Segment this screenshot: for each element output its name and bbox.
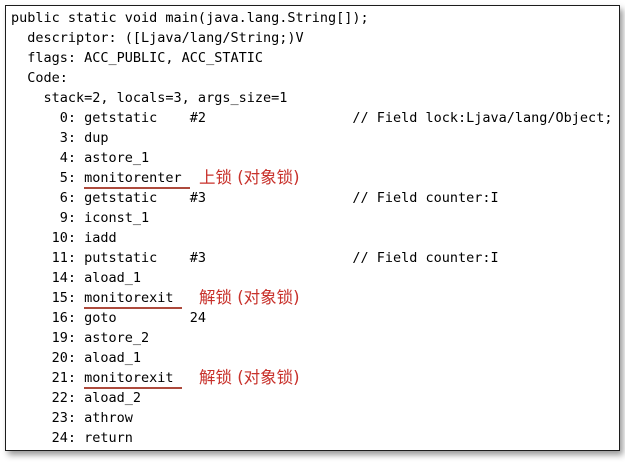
opcode: astore_1 [84, 150, 150, 166]
operand: #3 [189, 250, 207, 266]
opcode: aload_1 [84, 270, 142, 286]
stack-line: stack=2, locals=3, args_size=1 [11, 90, 288, 106]
bytecode-line: 20: aload_1 [11, 348, 615, 368]
bytecode-line: 24: return [11, 428, 615, 448]
opcode: putstatic [84, 250, 158, 266]
instruction-list: 0: getstatic #2 // Field lock:Ljava/lang/Ob… [11, 108, 615, 448]
opcode-cell: iconst_1 [84, 208, 190, 228]
bytecode-line: 3: dup [11, 128, 615, 148]
bytecode-line: 16: goto 24 [11, 308, 615, 328]
instruction-offset: 3: [59, 130, 77, 146]
operand: 24 [189, 310, 207, 326]
instruction-offset: 20: [51, 350, 77, 366]
instruction-offset: 5: [59, 170, 77, 186]
opcode-cell: aload_2 [84, 388, 190, 408]
opcode: monitorexit [84, 290, 182, 309]
bytecode-line: 5: monitorenter 上锁 (对象锁) [11, 168, 615, 189]
instruction-offset: 0: [59, 110, 77, 126]
descriptor-line: descriptor: ([Ljava/lang/String;)V [11, 30, 304, 46]
opcode-cell: aload_1 [84, 348, 190, 368]
opcode-cell: return [84, 428, 190, 448]
opcode-cell: getstatic [84, 188, 190, 208]
lock-annotation: 解锁 (对象锁) [199, 368, 300, 387]
opcode: iconst_1 [84, 210, 150, 226]
opcode: getstatic [84, 110, 158, 126]
instruction-offset: 16: [51, 310, 77, 326]
bytecode-line: 15: monitorexit 解锁 (对象锁) [11, 288, 615, 309]
bytecode-panel: public static void main(java.lang.String… [5, 5, 620, 451]
opcode-cell: astore_2 [84, 328, 190, 348]
bytecode-line: 0: getstatic #2 // Field lock:Ljava/lang/Ob… [11, 108, 615, 128]
flags-line: flags: ACC_PUBLIC, ACC_STATIC [11, 50, 263, 66]
opcode-cell: goto [84, 308, 190, 328]
constant-pool-comment: // Field counter:I [352, 250, 499, 266]
opcode: athrow [84, 410, 133, 426]
instruction-offset: 24: [51, 430, 77, 446]
constant-pool-comment: // Field counter:I [352, 190, 499, 206]
opcode: dup [84, 130, 109, 146]
opcode: iadd [84, 230, 117, 246]
opcode-cell: athrow [84, 408, 190, 428]
opcode-cell: getstatic [84, 108, 190, 128]
instruction-offset: 10: [51, 230, 77, 246]
bytecode-line: 21: monitorexit 解锁 (对象锁) [11, 368, 615, 389]
opcode: aload_2 [84, 390, 142, 406]
bytecode-line: 11: putstatic #3 // Field counter:I [11, 248, 615, 268]
opcode: goto [84, 310, 117, 326]
opcode: getstatic [84, 190, 158, 206]
opcode-cell: monitorexit [84, 368, 190, 389]
bytecode-line: 10: iadd [11, 228, 615, 248]
bytecode-line: 9: iconst_1 [11, 208, 615, 228]
opcode-cell: putstatic [84, 248, 190, 268]
instruction-offset: 14: [51, 270, 77, 286]
opcode: aload_1 [84, 350, 142, 366]
instruction-offset: 4: [59, 150, 77, 166]
instruction-offset: 21: [51, 370, 77, 386]
opcode-cell: aload_1 [84, 268, 190, 288]
opcode: astore_2 [84, 330, 150, 346]
code-label: Code: [11, 70, 68, 86]
lock-annotation: 上锁 (对象锁) [199, 168, 300, 187]
instruction-offset: 9: [59, 210, 77, 226]
constant-pool-comment: // Field lock:Ljava/lang/Object; [352, 110, 613, 126]
opcode-cell: monitorexit [84, 288, 190, 309]
instruction-offset: 22: [51, 390, 77, 406]
bytecode-line: 4: astore_1 [11, 148, 615, 168]
bytecode-line: 19: astore_2 [11, 328, 615, 348]
bytecode-line: 22: aload_2 [11, 388, 615, 408]
instruction-offset: 6: [59, 190, 77, 206]
operand: #3 [189, 190, 207, 206]
method-signature: public static void main(java.lang.String… [11, 10, 369, 26]
operand: #2 [189, 110, 207, 126]
opcode: monitorenter [84, 170, 190, 189]
bytecode-line: 23: athrow [11, 408, 615, 428]
opcode-cell: iadd [84, 228, 190, 248]
bytecode-line: 6: getstatic #3 // Field counter:I [11, 188, 615, 208]
instruction-offset: 15: [51, 290, 77, 306]
opcode: return [84, 430, 133, 446]
bytecode-line: 14: aload_1 [11, 268, 615, 288]
instruction-offset: 23: [51, 410, 77, 426]
opcode-cell: dup [84, 128, 190, 148]
instruction-offset: 19: [51, 330, 77, 346]
opcode-cell: monitorenter [84, 168, 190, 189]
lock-annotation: 解锁 (对象锁) [199, 288, 300, 307]
opcode-cell: astore_1 [84, 148, 190, 168]
opcode: monitorexit [84, 370, 182, 389]
instruction-offset: 11: [51, 250, 77, 266]
